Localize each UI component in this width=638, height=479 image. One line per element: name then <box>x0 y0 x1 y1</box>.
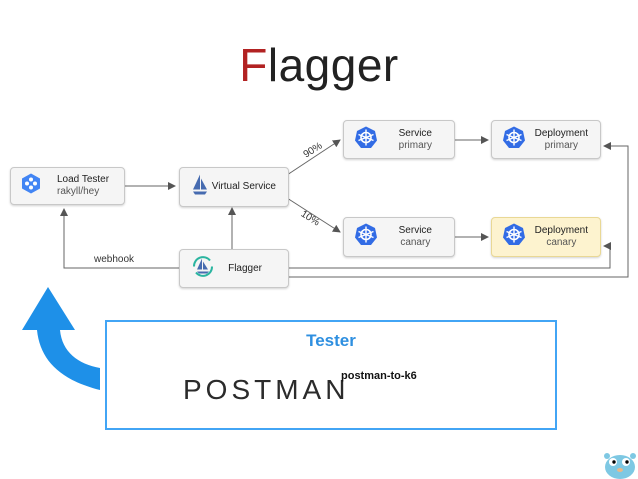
deployment-primary-sub: primary <box>544 139 578 151</box>
service-canary-sub: canary <box>400 237 431 248</box>
edge-vs-to-primary <box>286 139 341 176</box>
node-virtual-service: Virtual Service <box>179 167 289 207</box>
service-primary-sub: primary <box>398 139 432 151</box>
service-canary-text: Service canary <box>399 225 432 249</box>
title-first-letter: F <box>239 39 268 91</box>
k6-wordmark: k6 <box>502 393 518 409</box>
node-flagger: Flagger <box>179 249 289 288</box>
service-primary-text: Service primary <box>399 128 432 152</box>
postman-wordmark: POSTMAN <box>183 374 350 405</box>
big-blue-arrow <box>22 287 100 390</box>
virtual-service-text: Virtual Service <box>211 181 276 192</box>
load-tester-icon <box>20 173 42 200</box>
edge-flagger-to-deployment-canary <box>289 242 611 269</box>
deployment-canary-name: Deployment <box>534 225 588 236</box>
kubernetes-icon <box>502 125 526 154</box>
node-deployment-primary: Deployment primary <box>491 120 601 159</box>
istio-sail-icon <box>190 174 210 201</box>
node-load-tester: Load Tester rakyll/hey <box>10 167 125 205</box>
service-primary-name: Service <box>398 127 432 139</box>
deployment-canary-sub: canary <box>546 237 577 248</box>
deployment-primary-text: Deployment primary <box>535 128 588 152</box>
flagger-icon <box>190 253 216 284</box>
load-tester-text: Load Tester rakyll/hey <box>57 174 109 198</box>
deployment-canary-text: Deployment canary <box>535 225 588 249</box>
kubernetes-icon <box>354 125 378 154</box>
edge-label-webhook: webhook <box>94 254 135 265</box>
deployment-primary-name: Deployment <box>534 127 588 139</box>
kubernetes-icon <box>502 223 526 252</box>
node-deployment-canary: Deployment canary <box>491 217 601 257</box>
load-tester-name: Load Tester <box>57 174 110 185</box>
tester-title: Tester <box>306 331 356 350</box>
node-service-primary: Service primary <box>343 120 455 159</box>
edge-webhook <box>60 208 179 269</box>
title-rest: lagger <box>267 39 399 91</box>
tester-panel: Tester <box>105 320 557 430</box>
kubernetes-icon <box>354 223 378 252</box>
node-service-canary: Service canary <box>343 217 455 257</box>
postman-to-k6-label: postman-to-k6 <box>341 370 417 382</box>
edge-flagger-to-deployment-primary <box>289 142 629 278</box>
page-title: Flagger <box>0 38 638 92</box>
edge-vs-to-canary <box>286 197 341 233</box>
flagger-text: Flagger <box>228 262 262 274</box>
load-tester-sub: rakyll/hey <box>57 186 100 197</box>
service-canary-name: Service <box>398 225 432 236</box>
